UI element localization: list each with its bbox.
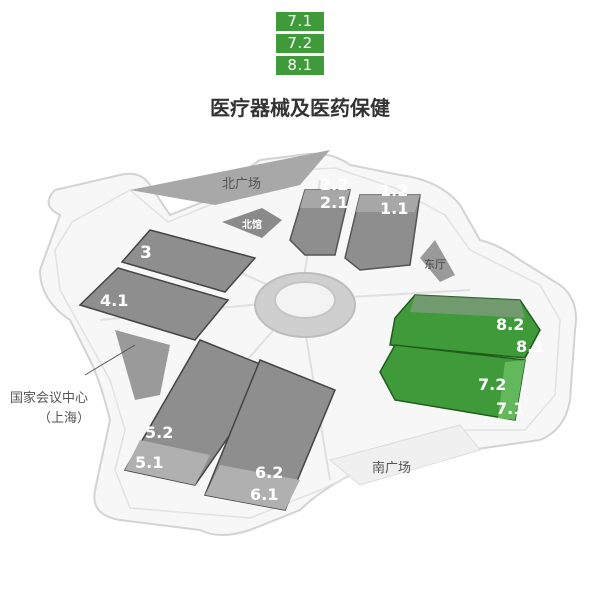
- leader-line: [84, 344, 136, 376]
- convention-center-label-1: 国家会议中心: [10, 390, 88, 406]
- hall-4-1-label: 4.1: [100, 291, 128, 310]
- hall-2[interactable]: 2.2 2.1: [289, 175, 351, 256]
- hall-4[interactable]: 4.1: [78, 267, 230, 341]
- hall-3[interactable]: 3: [120, 229, 257, 293]
- east-hall-block: [420, 240, 455, 282]
- hall-6[interactable]: 6.2 6.1: [203, 359, 336, 511]
- legend-item-7-1: 7.1: [276, 12, 324, 31]
- hall-5-1-label: 5.1: [135, 453, 163, 472]
- hall-6-2-label: 6.2: [255, 463, 283, 482]
- hall-1-2-label: 1.2: [380, 181, 408, 200]
- hall-7-1-label: 7.1: [496, 399, 524, 418]
- north-plaza-area: [130, 150, 330, 205]
- hall-3-label: 3: [140, 243, 152, 263]
- legend-item-7-2: 7.2: [276, 34, 324, 53]
- page-title: 医疗器械及医药保健: [210, 96, 390, 120]
- hall-5-2-label: 5.2: [145, 423, 173, 442]
- north-hall-block: [222, 208, 282, 238]
- hall-8-2-label: 8.2: [496, 315, 524, 334]
- hall-7[interactable]: 7.2 7.1: [379, 344, 526, 421]
- hall-8-1-label: 8.1: [516, 337, 544, 356]
- hall-6-1-label: 6.1: [250, 485, 278, 504]
- convention-center-wing: [115, 330, 170, 400]
- hall-7-2-label: 7.2: [478, 375, 506, 394]
- convention-center-label-2: （上海）: [38, 411, 90, 426]
- legend-item-8-1: 8.1: [276, 56, 324, 75]
- center-ring: [254, 272, 356, 338]
- hall-2-1-label: 2.1: [320, 193, 348, 212]
- south-plaza-area: [328, 424, 481, 486]
- south-plaza-label: 南广场: [372, 460, 411, 476]
- north-plaza-label: 北广场: [222, 177, 261, 192]
- legend: 7.1 7.2 8.1: [276, 12, 324, 78]
- east-hall-label: 东厅: [424, 258, 446, 271]
- hall-2-2-label: 2.2: [320, 175, 348, 194]
- hall-1[interactable]: 1.2 1.1: [344, 181, 421, 271]
- north-hall-label: 北馆: [242, 218, 262, 231]
- hall-8[interactable]: 8.2 8.1: [389, 294, 544, 359]
- hall-1-1-label: 1.1: [380, 199, 408, 218]
